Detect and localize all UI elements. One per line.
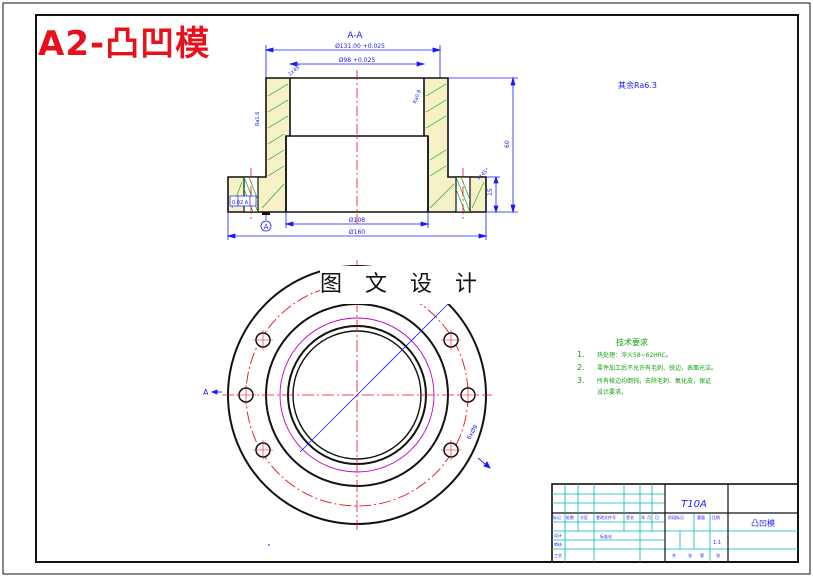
tech-requirements: 技术要求 1. 热处理：淬火58~62HRC。 2. 零件加工后不允许有毛刺、锐… bbox=[577, 337, 717, 396]
part-right-wall bbox=[423, 77, 487, 213]
tb-row-label: 审核 bbox=[554, 541, 562, 547]
part-left-wall bbox=[227, 77, 291, 213]
section-centerlines bbox=[250, 70, 464, 224]
dim-width-outer-text: Ø160 bbox=[349, 229, 365, 236]
tb-row-label: 设计 bbox=[554, 532, 562, 538]
dim-flange-height-text: 15 bbox=[487, 188, 494, 196]
tb-scale-label: 比例 bbox=[712, 514, 720, 520]
dim-top-bore-text: Ø131.00 +0.025 bbox=[335, 43, 385, 50]
tb-header: 年 bbox=[641, 514, 645, 520]
section-marker-left-text: A bbox=[203, 388, 209, 397]
tech-item-num: 2. bbox=[577, 363, 585, 372]
dim-inner-bore bbox=[288, 61, 426, 67]
sheet-inner-border bbox=[35, 14, 799, 563]
tech-item-num: 3. bbox=[577, 376, 585, 385]
tb-sheet-label: 共 bbox=[672, 552, 676, 558]
tb-header: 标记 bbox=[553, 514, 561, 520]
tb-standard-label: 标准化 bbox=[600, 533, 612, 539]
tb-sheet-label: 张 bbox=[688, 552, 692, 558]
tech-item-text: 所有棱边均倒钝，去除毛刺、氧化皮，保证 bbox=[597, 377, 711, 385]
dim-heights bbox=[448, 76, 518, 214]
tb-header: 日 bbox=[655, 515, 659, 520]
dim-widths bbox=[226, 212, 488, 240]
plan-view: 6xØ9 A bbox=[203, 260, 492, 530]
tb-header: 更改文件号 bbox=[596, 514, 616, 520]
tb-row-label: 工艺 bbox=[554, 553, 562, 558]
title-block bbox=[551, 483, 799, 563]
datum-box bbox=[229, 195, 257, 207]
tb-header: 处数 bbox=[566, 514, 574, 520]
roughness-note: 其余Ra6.3 bbox=[618, 80, 657, 90]
title-block-part-name: 凸凹模 bbox=[751, 518, 775, 528]
tb-weight-label: 重量 bbox=[697, 514, 705, 520]
tb-header: 分区 bbox=[580, 514, 588, 520]
side-note-left-text: Ra1.6 bbox=[255, 112, 261, 126]
side-note-right-text: Ra0.8 bbox=[412, 89, 423, 105]
tech-item-text: 热处理：淬火58~62HRC。 bbox=[597, 351, 672, 359]
tech-item-text: 零件加工后不允许有毛刺、锐边，表面光洁。 bbox=[597, 364, 717, 372]
watermark-banner: 图 文 设 计 bbox=[320, 266, 485, 304]
datum-box-text: 0.02 A bbox=[232, 200, 249, 206]
dim-width-inner-text: Ø108 bbox=[349, 217, 365, 224]
tb-scale-value: 1:1 bbox=[713, 540, 721, 546]
title-block-material: T10A bbox=[681, 499, 707, 510]
tech-item-text: 设计要求。 bbox=[597, 388, 627, 396]
dim-height-total-text: 60 bbox=[504, 140, 511, 148]
datum-a-text: A bbox=[264, 223, 269, 231]
tech-item-num: 1. bbox=[577, 350, 585, 359]
section-marker-right bbox=[477, 457, 491, 469]
section-view: A-A Ø131.00 +0.025 Ø98 +0.025 bbox=[226, 31, 518, 240]
diameter-leader bbox=[299, 303, 449, 453]
tb-sheet-label: 第 bbox=[700, 552, 704, 558]
tb-sheet-label: 张 bbox=[716, 552, 720, 558]
drawing-title: A2-凸凹模 bbox=[38, 24, 211, 64]
section-label: A-A bbox=[347, 31, 363, 41]
tb-header: 月 bbox=[647, 515, 651, 520]
tech-heading: 技术要求 bbox=[616, 337, 648, 347]
dim-inner-bore-text: Ø98 +0.025 bbox=[339, 57, 376, 64]
bolt-hole-centers bbox=[236, 330, 478, 460]
section-marker-left bbox=[210, 389, 222, 395]
dim-top-bore bbox=[264, 45, 442, 78]
bore-outline bbox=[285, 77, 429, 213]
title-block-headers: 标记 处数 分区 更改文件号 签名 年 月 日 bbox=[553, 514, 659, 520]
tb-header: 签名 bbox=[626, 514, 634, 520]
tb-stage-label: 阶段标记 bbox=[668, 514, 684, 520]
datum-a-marker bbox=[260, 212, 272, 232]
chamfer-top-text: 1x45° bbox=[287, 63, 303, 78]
